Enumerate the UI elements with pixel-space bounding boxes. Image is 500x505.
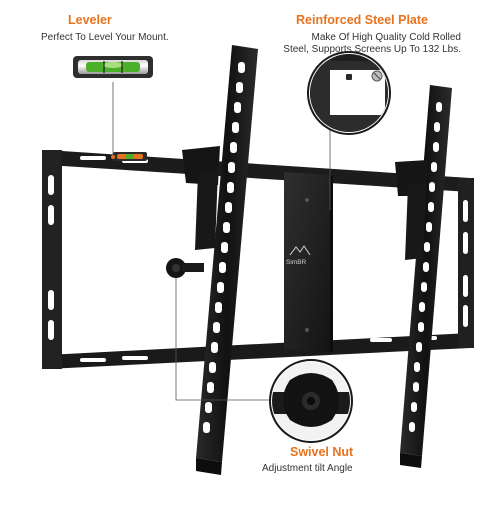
wall-plate-icon [307, 51, 391, 135]
steel-plate [284, 172, 333, 352]
left-arm-holes [203, 62, 245, 433]
bubble-level [113, 152, 147, 161]
leveler-description: Perfect To Level Your Mount. [41, 32, 169, 43]
wall-frame [42, 150, 474, 369]
leveler-title: Leveler [68, 13, 112, 27]
steel-plate-description-line2: Steel, Supports Screens Up To 132 Lbs. [283, 44, 461, 55]
steel-plate-description-line1: Make Of High Quality Cold Rolled [311, 32, 461, 43]
steel-plate-description: Make Of High Quality Cold Rolled Steel, … [258, 32, 461, 56]
swivel-nut-title: Swivel Nut [290, 445, 354, 459]
right-arm-holes [409, 102, 442, 432]
swivel-nut-description: Adjustment tilt Angle [262, 463, 353, 474]
brand-mark: SimBR [286, 259, 307, 266]
brand-logo-icon [289, 245, 311, 256]
swivel-knob-icon [269, 359, 353, 443]
swivel-knob [166, 258, 204, 278]
steel-plate-title: Reinforced Steel Plate [296, 13, 428, 27]
left-tilt-arm [182, 45, 258, 475]
bubble-level-icon [73, 56, 153, 78]
